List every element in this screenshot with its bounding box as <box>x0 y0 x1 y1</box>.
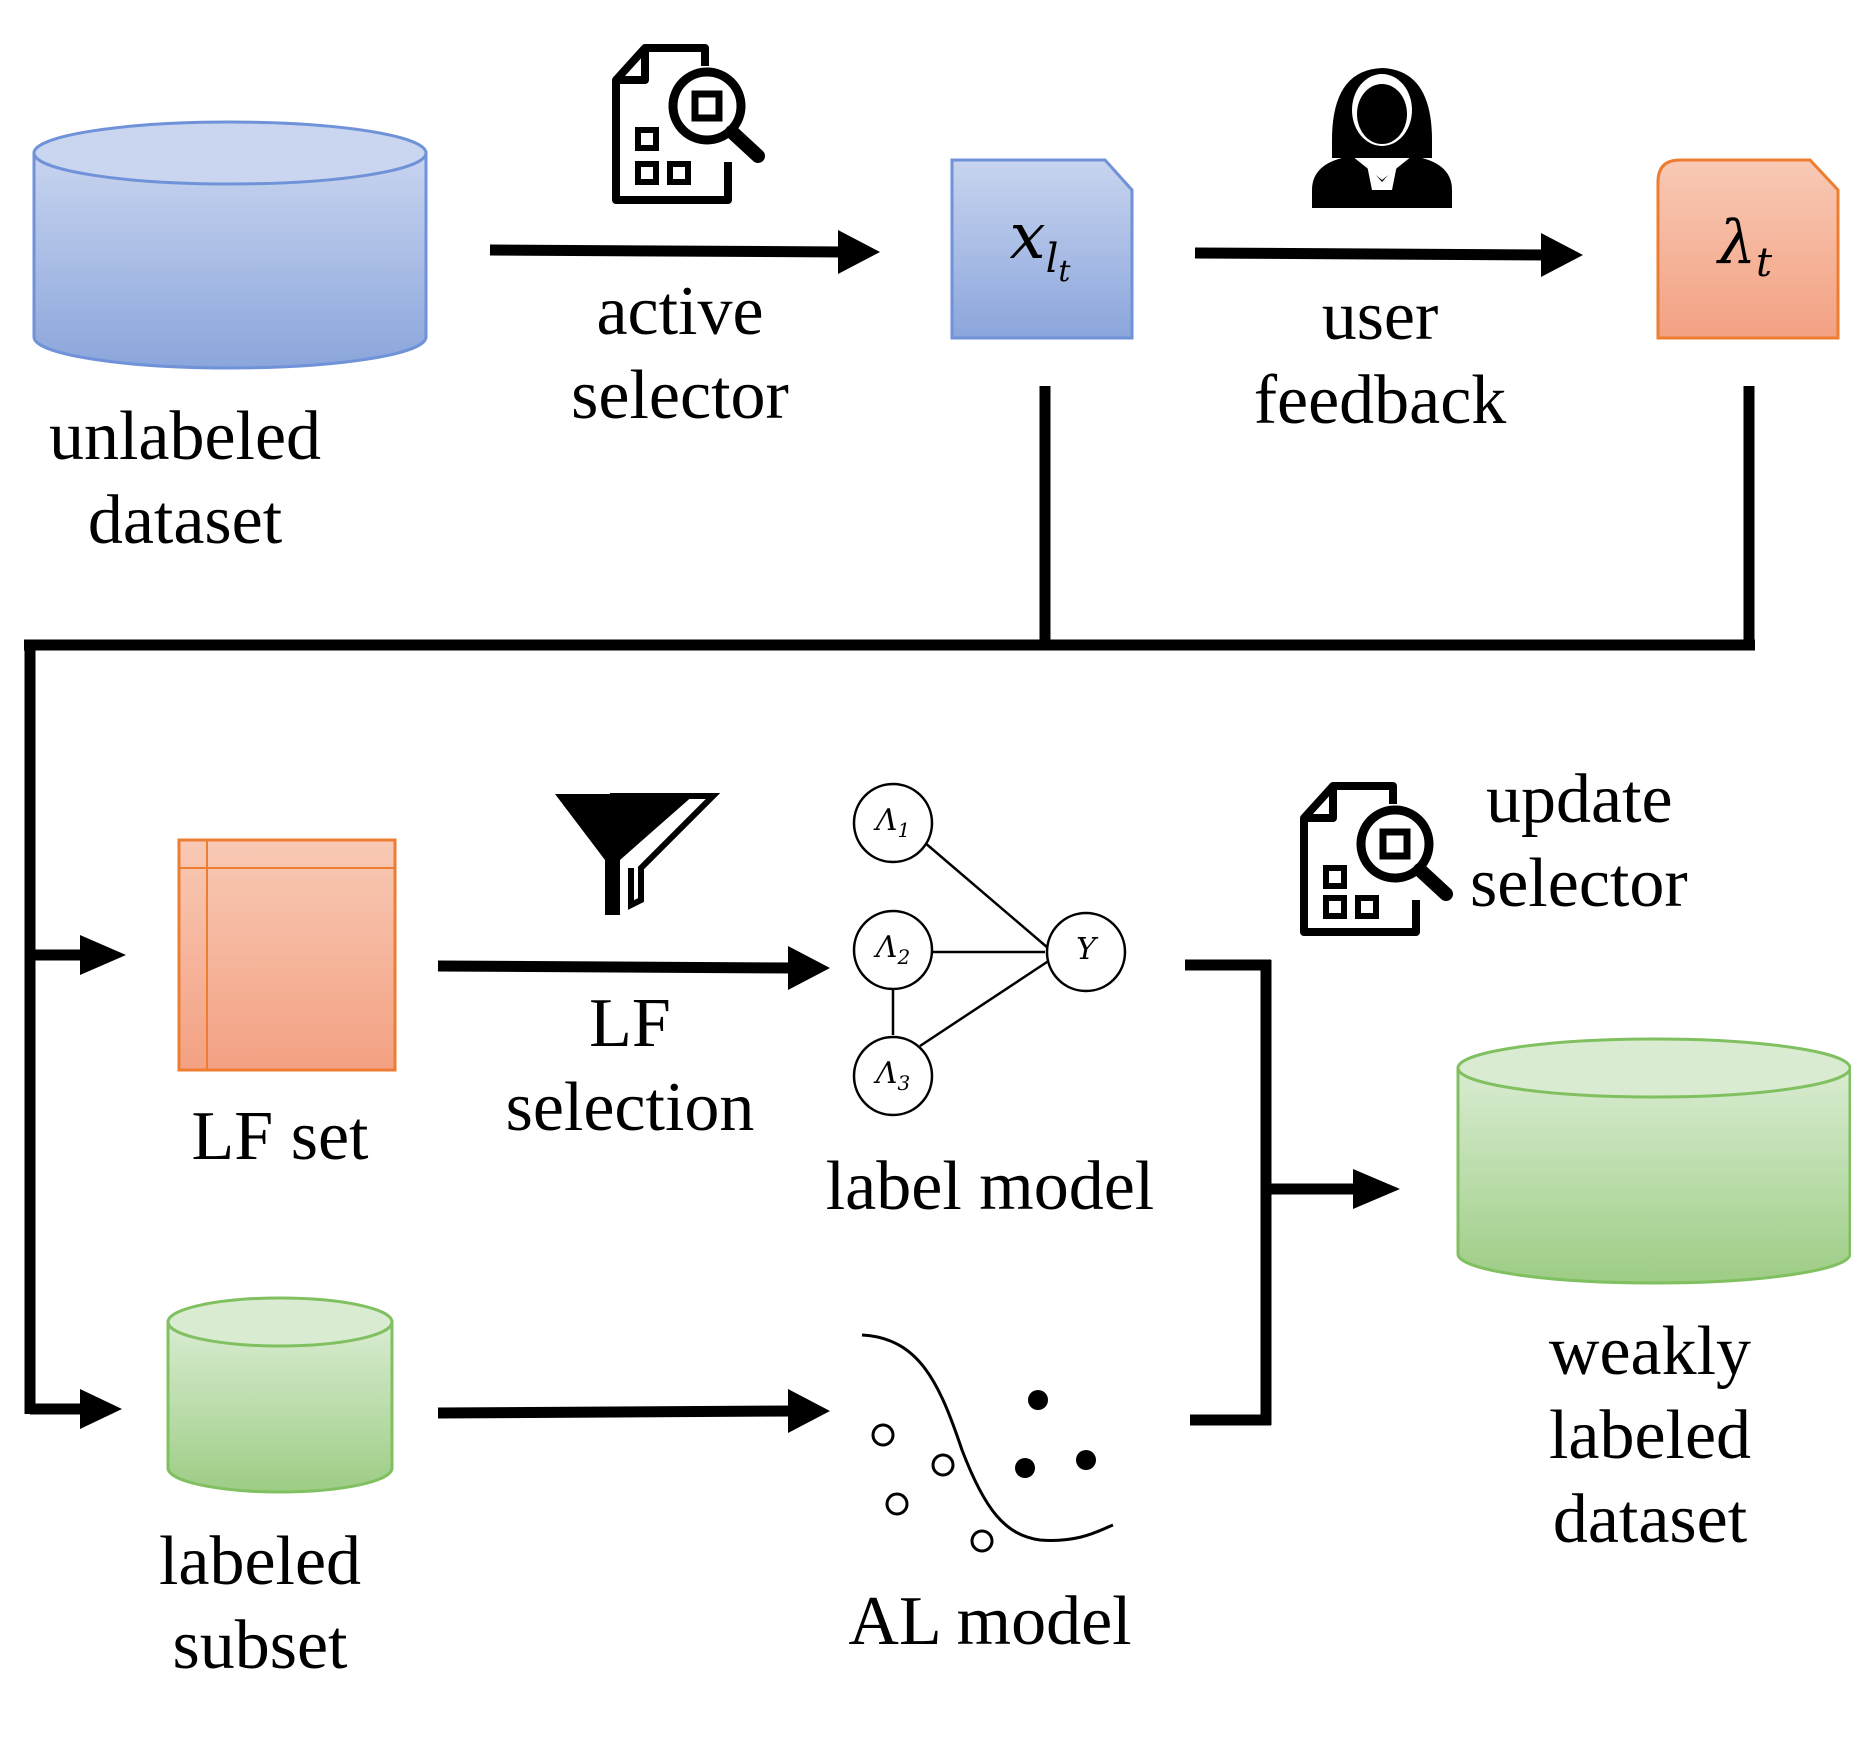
al-model-label: AL model <box>848 1583 1132 1660</box>
filled-point <box>1076 1450 1096 1470</box>
edge-l1-y <box>923 841 1049 949</box>
user-icon <box>1312 68 1452 208</box>
update-selector-label: update selector <box>1470 761 1688 922</box>
unlabeled-dataset-cylinder <box>32 120 428 370</box>
node-lambda3-label: Λ3 <box>875 1056 911 1095</box>
user-feedback-label: user feedback <box>1253 278 1507 439</box>
active-selector-label: active selector <box>571 273 789 434</box>
label-model-graph <box>852 782 1127 1117</box>
funnel-icon <box>555 793 721 915</box>
update-selector-document-search-icon <box>1300 782 1453 936</box>
labeled-subset-label: labeled subset <box>158 1523 362 1684</box>
open-point <box>970 1529 994 1553</box>
node-y-label: Y <box>1076 932 1096 967</box>
node-lambda1-label: Λ1 <box>875 803 911 842</box>
weakly-labeled-dataset-cylinder <box>1456 1037 1851 1285</box>
node-y <box>1045 911 1127 993</box>
label-model-label: label model <box>825 1148 1155 1225</box>
node-lambda2 <box>852 909 934 991</box>
connector-lines <box>24 244 1755 1426</box>
lf-set-table <box>177 838 397 1072</box>
lambda-t-label: λt <box>1717 208 1773 286</box>
open-point <box>931 1453 955 1477</box>
open-point <box>885 1492 909 1516</box>
node-lambda1 <box>852 782 934 864</box>
unlabeled-dataset-label: unlabeled dataset <box>48 398 322 559</box>
node-lambda3 <box>852 1035 934 1117</box>
filled-point <box>1028 1390 1048 1410</box>
x-lt-document <box>950 158 1134 340</box>
edge-l3-y <box>919 958 1051 1048</box>
decision-boundary-curve <box>861 1333 1114 1542</box>
document-search-icon <box>612 44 765 204</box>
lambda-t-document <box>1656 158 1840 340</box>
filled-point <box>1015 1458 1035 1478</box>
weakly-labeled-dataset-label: weakly labeled dataset <box>1548 1313 1752 1558</box>
lf-selection-label: LF selection <box>505 985 755 1146</box>
al-model-plot <box>861 1333 1114 1553</box>
arrowheads <box>80 230 1583 1433</box>
x-lt-label: xlt <box>1009 200 1071 289</box>
labeled-subset-cylinder <box>166 1296 394 1494</box>
open-point <box>871 1423 895 1447</box>
node-lambda2-label: Λ2 <box>875 930 911 969</box>
lf-set-label: LF set <box>191 1098 369 1175</box>
